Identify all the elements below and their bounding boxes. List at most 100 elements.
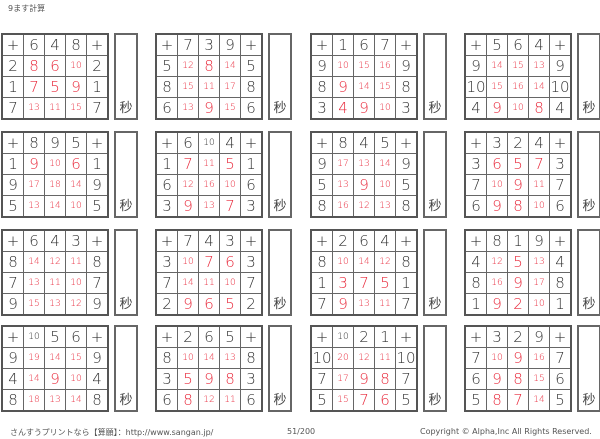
seconds-box[interactable]: 秒	[423, 325, 447, 412]
answer-cell: 3	[332, 272, 354, 294]
column-header: 2	[507, 131, 529, 154]
answer-cell: 15	[486, 76, 508, 98]
seconds-box[interactable]: 秒	[114, 325, 138, 412]
answer-cell: 9	[177, 195, 199, 218]
column-header: 5	[486, 33, 508, 56]
row-header: 4	[464, 251, 487, 273]
row-header: 9	[1, 293, 24, 316]
plus-sign: +	[86, 131, 109, 154]
row-header: 2	[1, 55, 24, 77]
row-header: 8	[395, 195, 418, 218]
plus-sign: +	[549, 33, 572, 56]
row-header: 3	[155, 195, 178, 218]
answer-cell: 12	[486, 251, 508, 273]
answer-cell: 11	[65, 251, 87, 273]
row-header: 8	[395, 251, 418, 273]
seconds-box[interactable]: 秒	[577, 131, 600, 218]
answer-cell: 9	[353, 368, 375, 390]
answer-cell: 10	[65, 55, 87, 77]
row-header: 6	[155, 389, 178, 412]
column-header: 1	[507, 229, 529, 252]
seconds-box[interactable]: 秒	[423, 33, 447, 120]
answer-cell: 16	[374, 55, 396, 77]
answer-cell: 10	[177, 251, 199, 273]
answer-cell: 9	[198, 368, 220, 390]
answer-cell: 20	[332, 347, 354, 369]
seconds-label: 秒	[428, 297, 442, 312]
row-header: 8	[155, 347, 178, 369]
row-header: 5	[1, 195, 24, 218]
seconds-box[interactable]: 秒	[114, 131, 138, 218]
answer-cell: 6	[219, 251, 241, 273]
answer-cell: 8	[507, 195, 529, 218]
row-header: 9	[86, 293, 109, 316]
answer-cell: 10	[177, 347, 199, 369]
answer-cell: 18	[23, 389, 45, 412]
seconds-box[interactable]: 秒	[423, 229, 447, 316]
answer-cell: 12	[353, 195, 375, 218]
row-header: 3	[155, 368, 178, 390]
row-header: 8	[240, 347, 263, 369]
answer-cell: 15	[507, 55, 529, 77]
answer-cell: 7	[219, 195, 241, 218]
seconds-box[interactable]: 秒	[114, 229, 138, 316]
seconds-box[interactable]: 秒	[577, 325, 600, 412]
answer-cell: 9	[332, 76, 354, 98]
seconds-box[interactable]: 秒	[577, 229, 600, 316]
answer-cell: 13	[23, 97, 45, 120]
seconds-box[interactable]: 秒	[268, 325, 292, 412]
seconds-box[interactable]: 秒	[268, 229, 292, 316]
answer-cell: 12	[198, 389, 220, 412]
plus-sign: +	[464, 325, 487, 348]
answer-cell: 14	[198, 347, 220, 369]
column-header: 7	[374, 33, 396, 56]
answer-cell: 14	[44, 347, 66, 369]
answer-cell: 9	[486, 368, 508, 390]
answer-cell: 6	[374, 389, 396, 412]
seconds-box[interactable]: 秒	[423, 131, 447, 218]
answer-cell: 17	[23, 174, 45, 196]
plus-sign: +	[86, 229, 109, 252]
answer-cell: 13	[353, 293, 375, 316]
seconds-label: 秒	[582, 393, 596, 408]
seconds-box[interactable]: 秒	[268, 33, 292, 120]
row-header: 3	[155, 251, 178, 273]
row-header: 6	[549, 368, 572, 390]
answer-cell: 5	[44, 76, 66, 98]
row-header: 7	[1, 272, 24, 294]
answer-cell: 10	[44, 153, 66, 175]
answer-cell: 14	[23, 251, 45, 273]
answer-cell: 10	[374, 97, 396, 120]
row-header: 5	[86, 195, 109, 218]
row-header: 5	[549, 389, 572, 412]
answer-cell: 11	[44, 272, 66, 294]
answer-cell: 10	[65, 272, 87, 294]
answer-cell: 9	[44, 368, 66, 390]
row-header: 1	[240, 153, 263, 175]
column-header: 6	[23, 229, 45, 252]
column-header: 4	[353, 131, 375, 154]
answer-cell: 12	[353, 347, 375, 369]
seconds-box[interactable]: 秒	[114, 33, 138, 120]
answer-cell: 16	[507, 76, 529, 98]
seconds-box[interactable]: 秒	[577, 33, 600, 120]
answer-cell: 17	[528, 272, 550, 294]
row-header: 3	[310, 97, 333, 120]
plus-sign: +	[395, 229, 418, 252]
row-header: 6	[240, 389, 263, 412]
column-header: 2	[332, 229, 354, 252]
answer-cell: 13	[23, 272, 45, 294]
row-header: 5	[310, 389, 333, 412]
seconds-box[interactable]: 秒	[268, 131, 292, 218]
column-header: 6	[507, 33, 529, 56]
answer-cell: 9	[507, 272, 529, 294]
column-header: 2	[177, 325, 199, 348]
row-header: 4	[549, 251, 572, 273]
column-header: 7	[177, 33, 199, 56]
answer-cell: 7	[528, 153, 550, 175]
seconds-label: 秒	[119, 101, 133, 116]
